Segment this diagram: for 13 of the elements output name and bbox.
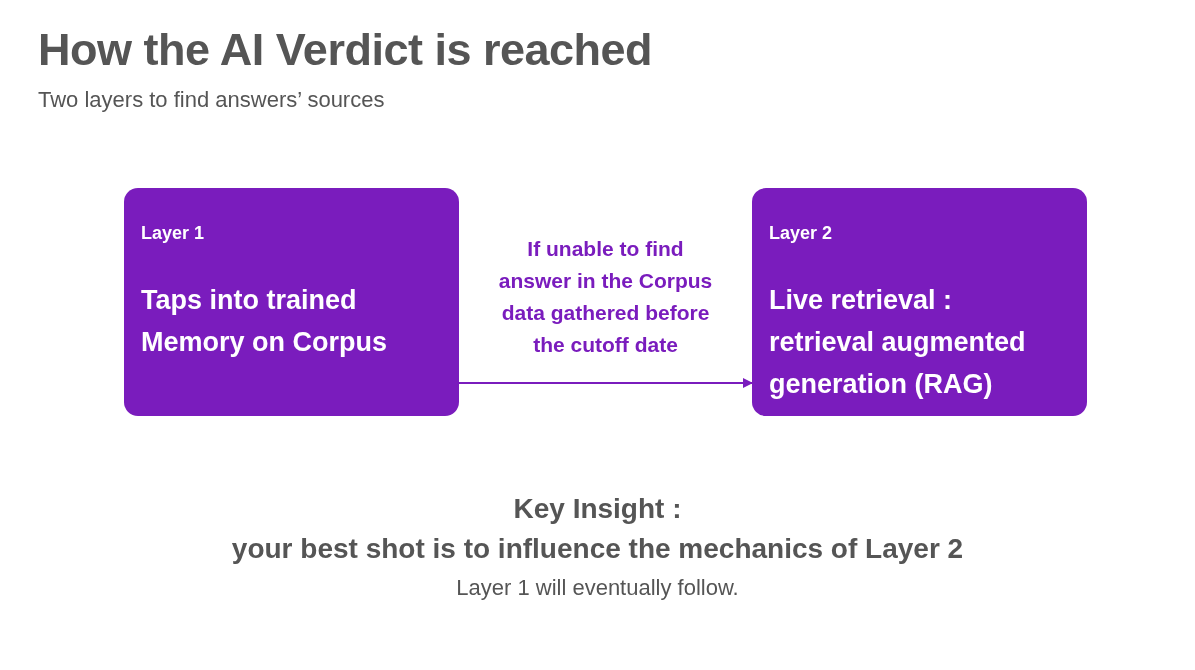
- layer-label: Layer 2: [769, 222, 834, 245]
- layer-description: Live retrieval : retrieval augmented generation (RAG): [769, 284, 1027, 401]
- layer-card: [124, 188, 459, 416]
- layer-description: Taps into trained Memory on Corpus: [141, 284, 389, 359]
- subtitle: Two layers to find answers’ sources: [38, 86, 385, 114]
- layer-card: [752, 188, 1087, 416]
- insight-text: your best shot is to influence the mechanics of Layer 2: [231, 532, 964, 566]
- insight-heading: Key Insight :: [513, 492, 682, 526]
- arrow: [458, 378, 753, 388]
- insight-note: Layer 1 will eventually follow.: [456, 574, 739, 602]
- layer-label: Layer 1: [141, 222, 206, 245]
- edge-label: If unable to find answer in the Corpus data gathered before the cutoff date: [497, 236, 714, 358]
- title: How the AI Verdict is reached: [38, 23, 653, 77]
